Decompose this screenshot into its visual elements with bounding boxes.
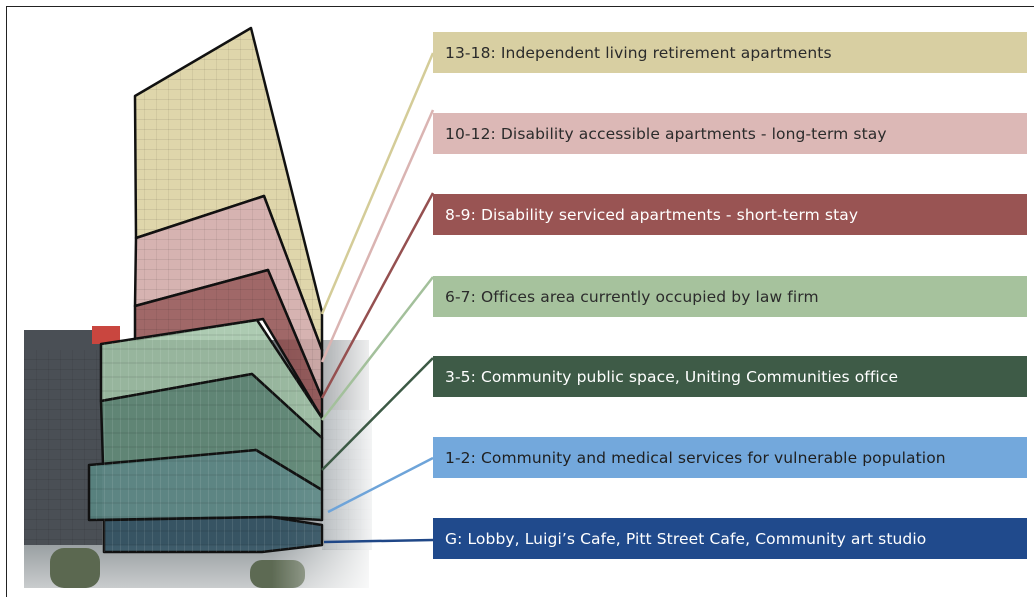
label-text-8-9: 8-9: Disability serviced apartments - sh… <box>445 205 859 224</box>
leader-lines <box>320 52 435 544</box>
label-text-13-18: 13-18: Independent living retirement apa… <box>445 43 832 62</box>
label-text-g: G: Lobby, Luigi’s Cafe, Pitt Street Cafe… <box>445 529 927 548</box>
label-6-7: 6-7: Offices area currently occupied by … <box>433 276 1027 317</box>
leader-line-g <box>323 538 434 544</box>
label-13-18: 13-18: Independent living retirement apa… <box>433 32 1027 73</box>
leader-line-13-18 <box>320 52 435 315</box>
label-text-3-5: 3-5: Community public space, Uniting Com… <box>445 367 899 386</box>
label-10-12: 10-12: Disability accessible apartments … <box>433 113 1027 154</box>
zone-g <box>102 515 324 554</box>
label-1-2: 1-2: Community and medical services for … <box>433 437 1027 478</box>
label-text-1-2: 1-2: Community and medical services for … <box>445 448 946 467</box>
label-8-9: 8-9: Disability serviced apartments - sh… <box>433 194 1027 235</box>
label-3-5: 3-5: Community public space, Uniting Com… <box>433 356 1027 397</box>
leader-line-1-2 <box>327 456 434 514</box>
building-tower <box>87 26 324 554</box>
label-text-10-12: 10-12: Disability accessible apartments … <box>445 124 887 143</box>
label-text-6-7: 6-7: Offices area currently occupied by … <box>445 287 819 306</box>
label-g: G: Lobby, Luigi’s Cafe, Pitt Street Cafe… <box>433 518 1027 559</box>
leader-line-3-5 <box>321 357 434 471</box>
leader-line-6-7 <box>321 276 434 421</box>
leader-line-8-9 <box>320 192 435 399</box>
leader-line-10-12 <box>320 109 435 363</box>
